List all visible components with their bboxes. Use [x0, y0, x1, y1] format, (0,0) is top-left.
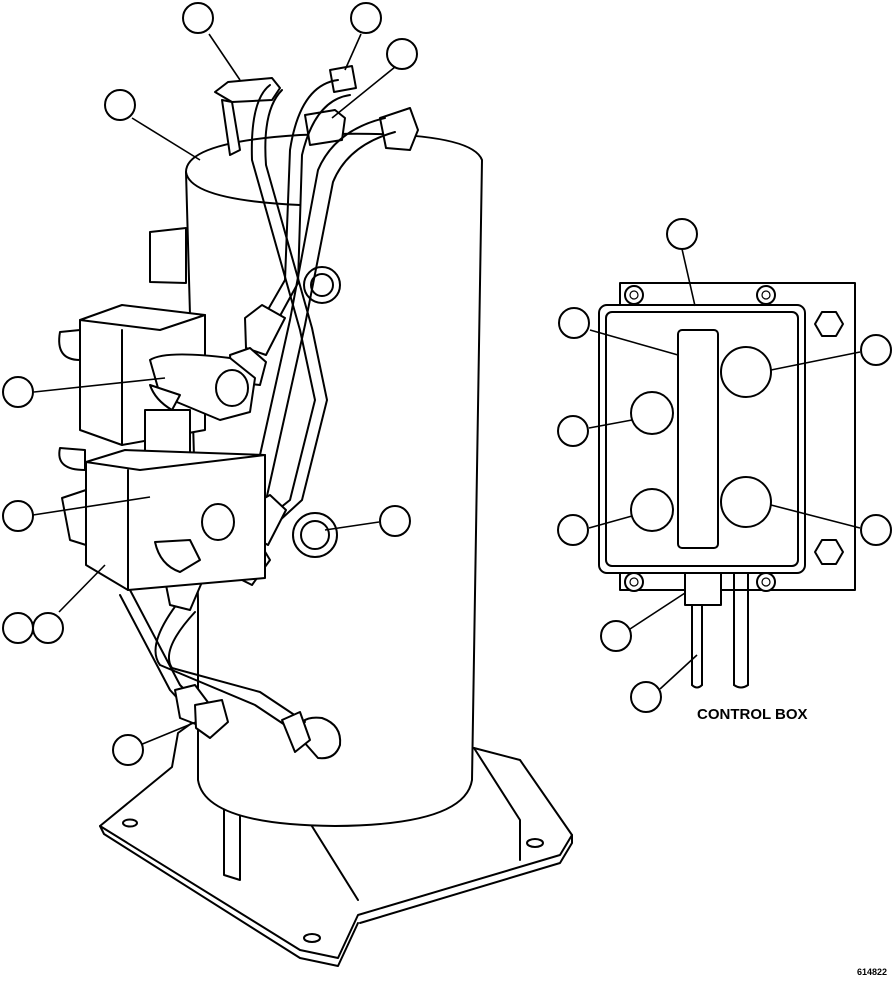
callout-bubble: [182, 2, 214, 34]
callout-bubble: [350, 2, 382, 34]
valve-blocks: [58, 304, 266, 591]
callout-bubble: [630, 681, 662, 713]
callout-bubble: [386, 38, 418, 70]
leader-lines: [32, 33, 861, 746]
callout-bubbles: [2, 2, 892, 766]
callout-bubble: [557, 415, 589, 447]
callout-bubble: [32, 612, 64, 644]
callout-bubble: [104, 89, 136, 121]
callout-bubble: [666, 218, 698, 250]
callout-bubble: [2, 500, 34, 532]
figure-reference-number: 614822: [857, 967, 887, 977]
callout-bubble: [2, 612, 34, 644]
control-box-label: CONTROL BOX: [697, 706, 808, 723]
callout-bubble: [558, 307, 590, 339]
control-box: [598, 282, 856, 689]
callout-bubble: [860, 514, 892, 546]
top-fittings: [214, 65, 419, 156]
callout-bubble: [557, 514, 589, 546]
callout-bubble: [600, 620, 632, 652]
callout-bubble: [379, 505, 411, 537]
callout-bubble: [2, 376, 34, 408]
callout-bubble: [860, 334, 892, 366]
callout-bubble: [112, 734, 144, 766]
